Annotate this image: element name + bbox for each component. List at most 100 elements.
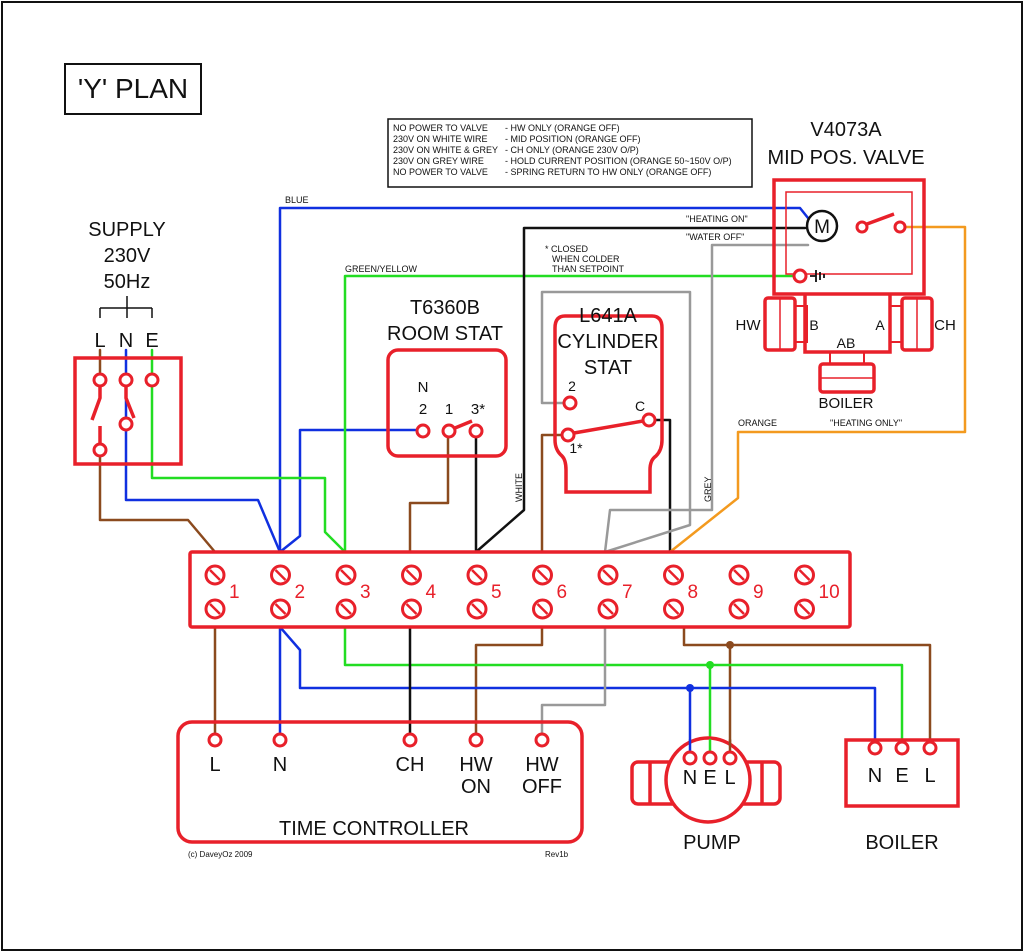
strip-terminal-number: 1 [229,582,240,603]
cylinder-stat-model: L641A [579,305,637,327]
boiler-label-n: N [868,765,882,787]
supply-label: SUPPLY [88,219,165,241]
junction-brown-pump [726,641,734,649]
valve-boiler-label: BOILER [818,395,873,412]
wire-label-orange: ORANGE [738,418,777,428]
junction-green-pump [706,661,714,669]
tc-label-n: N [273,754,287,776]
wire-brown-supply-l [98,448,217,554]
valve-earth-terminal [792,268,808,284]
valve-name: MID POS. VALVE [767,147,924,169]
tc-label-hw-off-1: HW [525,754,558,776]
wire-green-valve-earth [343,274,797,554]
strip-screw-slot-3-bottom [340,603,352,615]
legend-res-3: - CH ONLY (ORANGE 230V O/P) [505,145,639,155]
legend-res-2: - MID POSITION (ORANGE OFF) [505,134,641,144]
wire-label-heating-only: "HEATING ONLY" [830,418,902,428]
strip-terminal-number: 8 [688,582,699,603]
cylinder-stat-terminal-2 [562,395,578,411]
strip-screw-slot-9-top [733,569,745,581]
strip-terminal-number: 7 [622,582,633,603]
wire-orange-heating-only [668,225,967,554]
valve-label-water-off: "WATER OFF" [686,232,744,242]
legend-cond-2: 230V ON WHITE WIRE [393,134,488,144]
title-box: 'Y' PLAN [64,63,202,115]
wire-blue-valve [278,206,810,554]
valve-label-heating-on: "HEATING ON" [686,214,748,224]
room-stat-terminal-2 [415,423,431,439]
wire-brown-t8-boiler [682,625,932,744]
strip-screw-slot-1-bottom [209,603,221,615]
tc-terminal-hw-off [534,732,550,748]
tc-label-l: L [209,754,220,776]
supply-n: N [119,330,133,352]
legend-res-1: - HW ONLY (ORANGE OFF) [505,123,620,133]
wire-label-white: WHITE [514,473,524,502]
supply-l: L [94,330,105,352]
spur-terminal-n-bottom [118,416,134,432]
revision: Rev1b [545,850,569,859]
wire-label-blue: BLUE [285,195,309,205]
valve-a-label: A [875,317,885,333]
cylinder-stat-terminal-1 [560,427,576,443]
page-title: 'Y' PLAN [78,73,188,104]
legend-cond-3: 230V ON WHITE & GREY [393,145,498,155]
pump-terminal-n [682,750,698,766]
pump-name: PUMP [683,832,741,854]
strip-terminal-number: 3 [360,582,371,603]
wire-blue-supply-n [124,378,282,554]
legend-res-5: - SPRING RETURN TO HW ONLY (ORANGE OFF) [505,167,711,177]
pump: N E L PUMP [630,736,782,854]
tc-terminal-hw-on [468,732,484,748]
valve-switch-terminal-1 [855,220,869,234]
spur-terminal-n-top [118,372,134,388]
room-stat-t1: 1 [445,401,453,418]
wire-green-t3-loads [343,625,904,744]
boiler-label-l: L [924,765,935,787]
junction-blue-pump [686,684,694,692]
supply-voltage: 230V [104,245,151,267]
tc-terminal-n [272,732,288,748]
tc-name: TIME CONTROLLER [279,818,469,840]
tc-terminal-l [207,732,223,748]
pump-terminal-e [702,750,718,766]
wire-grey-cylstat-2 [540,290,692,554]
strip-screw-slot-4-bottom [405,603,418,615]
closed-note-1: * CLOSED [545,244,589,254]
cylinder-stat-name-2: STAT [584,357,632,379]
strip-screw-slot-9-bottom [733,603,745,615]
spur-terminal-l-top [92,372,108,388]
wire-green-supply-e [150,378,347,554]
wires [98,206,967,757]
strip-screw-slot-2-bottom [274,603,287,615]
valve-ab-label: AB [837,335,856,351]
strip-screw-slot-3-top [340,569,352,581]
legend-cond-5: NO POWER TO VALVE [393,167,488,177]
strip-screw-slot-10-bottom [798,603,811,615]
mid-position-valve: V4073A MID POS. VALVE M HW CH B A AB BOI… [736,119,956,412]
strip-screw-slot-10-top [798,569,811,581]
wire-label-grey: GREY [703,476,713,502]
strip-terminal-number: 9 [753,582,764,603]
valve-model: V4073A [810,119,882,141]
wire-blue-roomstat-n [278,428,425,554]
valve-motor [805,209,839,243]
tc-terminal-ch [402,732,418,748]
strip-screw-slot-5-bottom [471,603,483,615]
wire-brown-t6-hwon [474,625,544,737]
strip-screw-slot-6-top [536,569,549,581]
valve-hw-label: HW [736,317,762,334]
room-stat-terminal-3 [468,423,484,439]
pump-label-l: L [724,767,735,789]
strip-screw-slot-6-bottom [536,603,549,615]
strip-screw-slot-8-bottom [667,603,680,615]
strip-terminal-number: 6 [557,582,568,603]
wire-brown-cylstat-1 [540,433,568,554]
legend-cond-4: 230V ON GREY WIRE [393,156,484,166]
strip-terminal-number: 5 [491,582,502,603]
wire-white-valve [474,226,807,554]
pump-label-n: N [683,767,697,789]
valve-motor-label: M [814,217,830,238]
